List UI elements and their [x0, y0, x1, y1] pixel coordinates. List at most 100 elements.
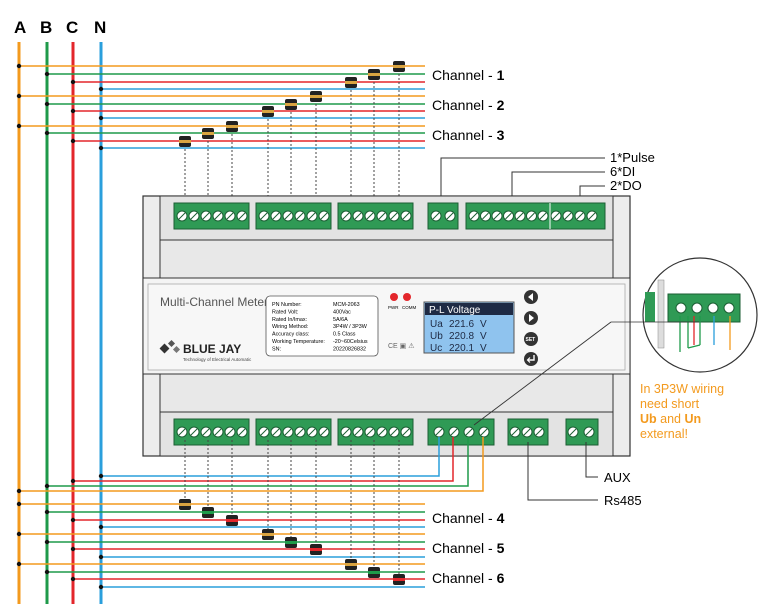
screw-slot: [535, 428, 543, 436]
voltage-input-wires: [19, 437, 484, 492]
channel-5-lines: [19, 533, 425, 558]
svg-text:Ub and Un: Ub and Un: [640, 412, 701, 426]
spec-key: SN:: [272, 346, 281, 352]
screw-slot: [511, 428, 519, 436]
set-button[interactable]: SET: [524, 332, 538, 346]
channel-4-lines: [19, 503, 425, 528]
di-label: 6*DI: [610, 164, 635, 179]
rs485-label: Rs485: [604, 493, 642, 508]
screw-slot: [432, 212, 440, 220]
pwr-led-label: PWR: [388, 305, 399, 310]
screw-slot: [569, 428, 577, 436]
arrow-right-icon: [529, 314, 534, 322]
screw-slot: [178, 428, 186, 436]
channel-1-lines: [19, 65, 425, 90]
screw-slot: [320, 212, 328, 220]
screw-slot: [342, 212, 350, 220]
screw-slot: [378, 428, 386, 436]
screw-slot: [178, 212, 186, 220]
spec-key: Rated In/Imax:: [272, 317, 307, 323]
screw-slot: [539, 212, 547, 220]
spec-value: MCM-2063: [333, 302, 360, 308]
screw-slot: [564, 212, 572, 220]
phase-n-label: N: [94, 18, 106, 37]
screw-slot: [465, 428, 473, 436]
screw-slot: [493, 212, 501, 220]
channel-4-label: Channel - 4: [432, 510, 505, 526]
lcd-header: P-L Voltage: [429, 305, 481, 316]
brand-name: BLUE JAY: [183, 342, 241, 356]
voltage-junctions: [16, 473, 104, 494]
left-button[interactable]: [524, 290, 538, 304]
enter-button[interactable]: [524, 352, 538, 366]
screw-slot: [435, 428, 443, 436]
channel-2-label: Channel - 2: [432, 97, 505, 113]
wiring-note: In 3P3W wiring need short Ub and Un exte…: [640, 382, 724, 441]
svg-text:In 3P3W wiring: In 3P3W wiring: [640, 382, 724, 396]
screw-slot: [588, 212, 596, 220]
channel-6-lines: [19, 563, 425, 588]
screw-slot: [238, 212, 246, 220]
screw-slot: [226, 428, 234, 436]
wiring-zoom-inset: [611, 257, 758, 373]
spec-key: Accuracy class:: [272, 332, 309, 338]
screw-slot: [366, 212, 374, 220]
phase-c-label: C: [66, 18, 78, 37]
channel-6-label: Channel - 6: [432, 570, 505, 586]
screw-slot: [214, 212, 222, 220]
meter-title: Multi-Channel Meter: [160, 295, 268, 309]
screw-slot: [354, 212, 362, 220]
screw-slot: [202, 428, 210, 436]
screw-slot: [402, 428, 410, 436]
spec-value: 400Vac: [333, 309, 351, 315]
screw-slot: [272, 212, 280, 220]
screw-slot: [450, 428, 458, 436]
brand-logo: [159, 339, 181, 354]
spec-key: Rated Volt:: [272, 309, 298, 315]
channel-1-label: Channel - 1: [432, 67, 505, 83]
screw-slot: [260, 212, 268, 220]
screw-slot: [284, 212, 292, 220]
svg-text:external!: external!: [640, 427, 688, 441]
channel-2-lines: [19, 95, 425, 119]
svg-text:SET: SET: [526, 337, 536, 343]
phase-a-label: A: [14, 18, 26, 37]
bottom-terminal-screws: [176, 426, 595, 438]
channel-3-lines: [19, 125, 425, 149]
bus-junctions-bottom: [16, 501, 104, 590]
arrow-left-icon: [528, 293, 533, 301]
spec-value: 5A/6A: [333, 317, 348, 323]
screw-slot: [516, 212, 524, 220]
screw-slot: [308, 428, 316, 436]
rs485-aux-leader-lines: [527, 442, 598, 501]
zoom-pointer-line: [473, 321, 612, 426]
screw-slot: [284, 428, 292, 436]
phase-b-label: B: [40, 18, 52, 37]
screw-slot: [190, 212, 198, 220]
comm-led-label: COMM: [402, 305, 416, 310]
pulse-label: 1*Pulse: [610, 150, 655, 165]
svg-text:need short: need short: [640, 397, 700, 411]
screw-slot: [202, 212, 210, 220]
aux-label: AUX: [604, 470, 631, 485]
bus-junctions-top: [16, 63, 104, 151]
screw-slot: [585, 428, 593, 436]
screw-slot: [552, 212, 560, 220]
screw-slot: [342, 428, 350, 436]
spec-value: 20220826832: [333, 346, 366, 352]
screw-slot: [226, 212, 234, 220]
screw-slot: [272, 428, 280, 436]
screw-slot: [523, 428, 531, 436]
certification-marks: CE ▣ ⚠: [388, 342, 415, 350]
pwr-led: [390, 293, 398, 301]
screw-slot: [390, 428, 398, 436]
screw-slot: [402, 212, 410, 220]
channel-3-label: Channel - 3: [432, 127, 505, 143]
right-button[interactable]: [524, 311, 538, 325]
top-terminal-screws: [176, 210, 598, 222]
screw-slot: [296, 212, 304, 220]
spec-key: Working Temperature:: [272, 339, 325, 345]
screw-slot: [505, 212, 512, 220]
